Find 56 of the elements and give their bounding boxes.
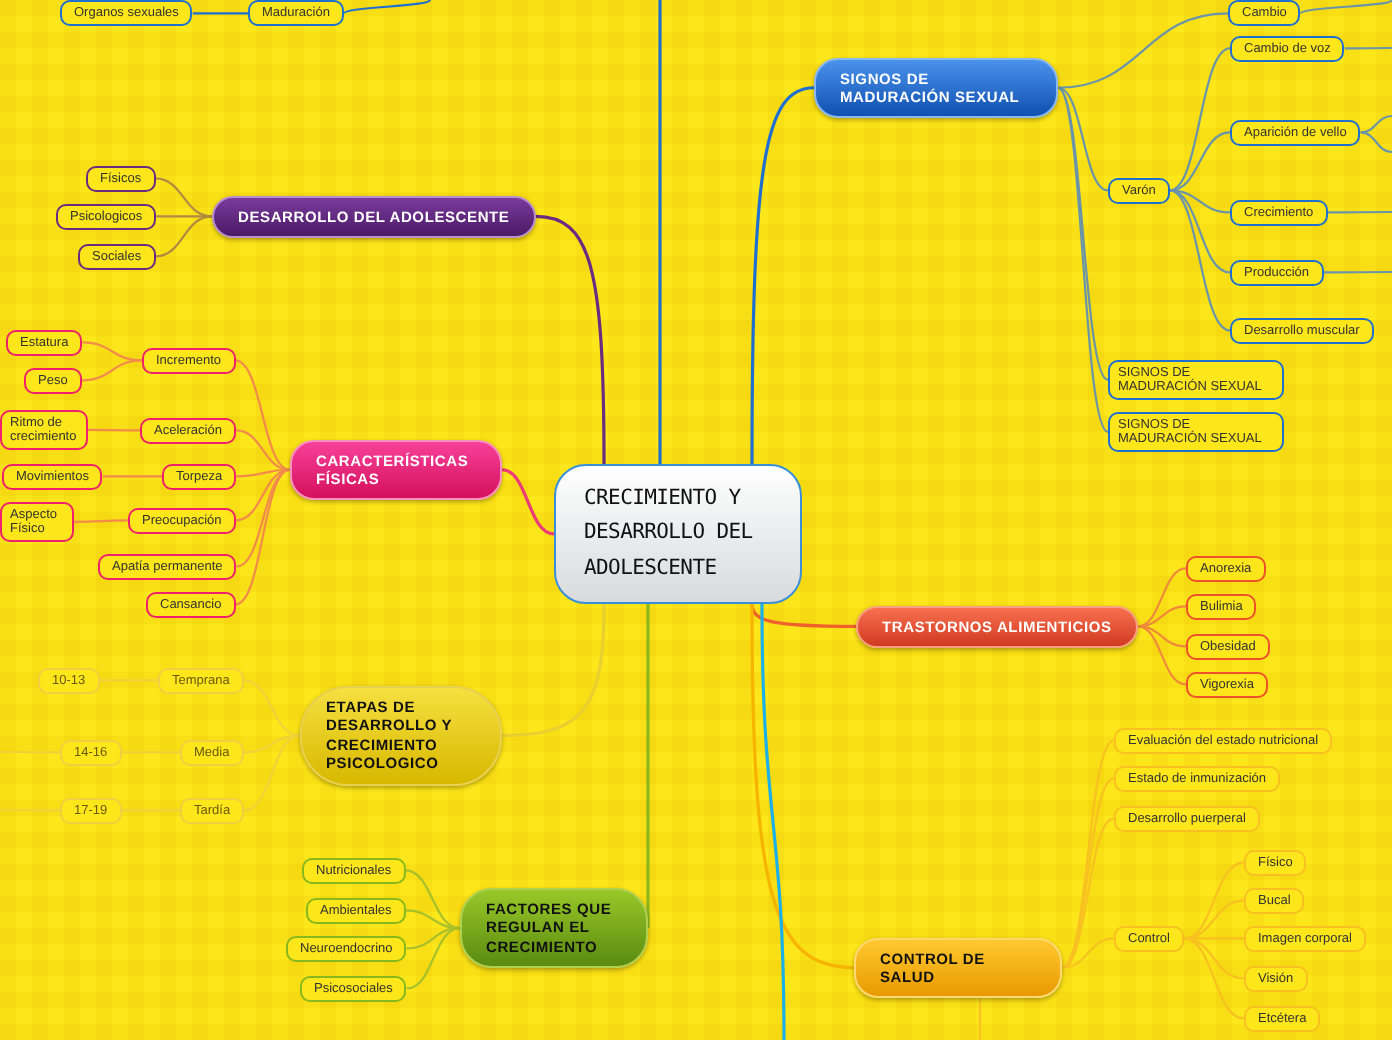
- connector-line: [1169, 189, 1231, 214]
- connector-line: [74, 519, 128, 524]
- connector-line: [1137, 625, 1187, 648]
- connector-line: [121, 809, 180, 812]
- connector-line: [406, 927, 461, 990]
- connector-line: [750, 603, 856, 628]
- connector-line: [1137, 625, 1187, 686]
- connector-line: [404, 869, 461, 930]
- connector-line: [1183, 937, 1245, 1020]
- connector-line: [88, 428, 140, 432]
- connector-line: [235, 468, 291, 606]
- connector-line: [1057, 12, 1229, 89]
- connector-line: [1183, 861, 1245, 940]
- connector-line: [192, 12, 248, 15]
- connector-line: [1360, 114, 1392, 134]
- connector-line: [234, 359, 291, 471]
- connector-line: [156, 215, 212, 218]
- connector-line: [646, 603, 650, 929]
- connector-line: [0, 750, 60, 754]
- connector-line: [243, 734, 301, 812]
- connector-line: [236, 468, 291, 568]
- connector-line: [1360, 131, 1392, 154]
- connector-line: [750, 86, 815, 464]
- connector-line: [243, 734, 301, 754]
- connector-line: [760, 603, 786, 1040]
- connector-line: [243, 679, 301, 737]
- connector-line: [1061, 937, 1115, 969]
- connector-line: [102, 475, 162, 478]
- connector-line: [1057, 87, 1109, 433]
- connector-line: [1169, 131, 1231, 192]
- connector-line: [121, 751, 180, 754]
- connector-line: [501, 468, 555, 536]
- connector-line: [750, 603, 855, 970]
- connector-line: [535, 214, 606, 464]
- connector-line: [1169, 47, 1231, 192]
- connector-line: [1057, 86, 1109, 192]
- connector-line: [155, 215, 213, 258]
- connector-line: [343, 0, 431, 15]
- connector-line: [1061, 739, 1115, 969]
- connector-line: [82, 341, 143, 362]
- connector-line: [0, 808, 60, 812]
- connector-line: [1327, 210, 1392, 214]
- connector-line: [1137, 567, 1187, 628]
- connector-line: [406, 927, 461, 950]
- connector-line: [658, 0, 662, 464]
- connector-line: [1057, 86, 1109, 381]
- connector-line: [1344, 46, 1392, 50]
- connector-line: [99, 679, 158, 682]
- connector-line: [1169, 189, 1231, 274]
- connector-line: [1169, 189, 1231, 332]
- connector-line: [1323, 270, 1392, 274]
- connector-line: [1300, 0, 1392, 15]
- connector-line: [81, 359, 143, 382]
- connector-line: [501, 603, 606, 738]
- connector-line: [235, 429, 291, 471]
- central-topic: CRECIMIENTO Y DESARROLLO DEL ADOLESCENTE: [554, 464, 802, 604]
